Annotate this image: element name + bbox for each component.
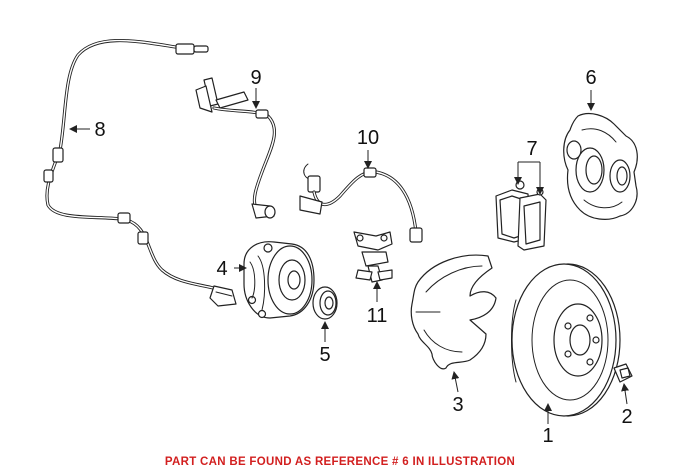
brake-caliper <box>563 112 638 220</box>
reference-caption: PART CAN BE FOUND AS REFERENCE # 6 IN IL… <box>164 456 516 468</box>
rotor-bolt <box>613 363 633 383</box>
brake-splash-shield <box>410 254 497 370</box>
callout-10: 10 <box>357 127 379 149</box>
brake-pads <box>495 180 547 251</box>
leader-lines <box>69 88 629 424</box>
callout-8: 8 <box>94 119 105 141</box>
brake-hose <box>299 163 423 243</box>
abs-sensor-short <box>195 77 277 219</box>
callout-11: 11 <box>367 305 388 327</box>
callout-5: 5 <box>319 344 330 366</box>
abs-sensor-wire-long <box>43 38 237 307</box>
callout-2: 2 <box>621 406 632 428</box>
callout-7: 7 <box>526 138 537 160</box>
callout-6: 6 <box>585 67 596 89</box>
callout-labels: 1 2 3 4 5 6 7 8 9 10 11 <box>94 67 632 447</box>
hose-bracket <box>353 231 393 283</box>
wheel-hub-bearing <box>243 241 315 319</box>
callout-3: 3 <box>452 394 463 416</box>
callout-1: 1 <box>542 425 553 447</box>
callout-9: 9 <box>250 67 261 89</box>
hub-nut <box>312 286 338 320</box>
callout-4: 4 <box>216 258 227 280</box>
brake-rotor <box>511 263 621 417</box>
